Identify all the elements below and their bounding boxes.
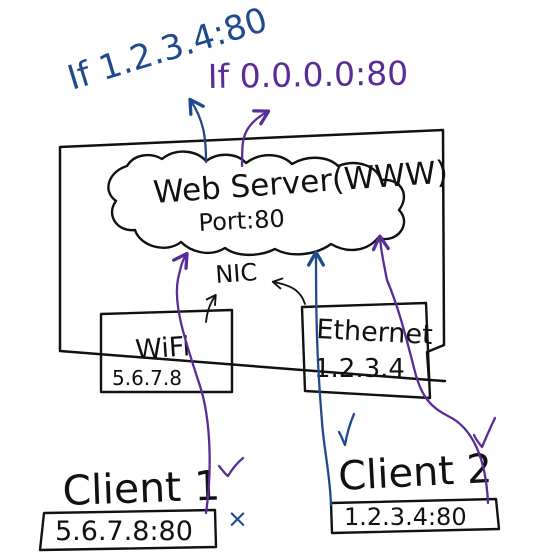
- client-1-address-box: [38, 508, 218, 552]
- client-2-address: 1.2.3.4:80: [344, 503, 467, 531]
- nic-wifi-arrow: [205, 294, 217, 323]
- listen-all-ip-label: If 0.0.0.0:80: [207, 54, 408, 96]
- wifi-interface-box: [99, 308, 234, 394]
- nic-ethernet-arrow: [271, 277, 306, 305]
- all-ip-arrow: [240, 109, 271, 168]
- ethernet-label: Ethernet: [316, 314, 434, 351]
- client-1-connection-path: [172, 251, 211, 515]
- client-2-ethernet-path: [306, 250, 333, 507]
- client-1-fail-mark: ×: [227, 504, 248, 533]
- client-1-check: [217, 456, 245, 478]
- client-1-address: 5.6.7.8:80: [55, 516, 193, 547]
- wifi-ip-label: 5.6.7.8: [112, 366, 182, 390]
- specific-ip-arrow: [188, 97, 208, 164]
- wifi-label: WiFi: [134, 331, 191, 366]
- client-2-label: Client 2: [337, 446, 493, 500]
- client-2-server-path: [371, 234, 490, 505]
- ethernet-ip-label: 1.2.3.4: [314, 354, 405, 384]
- ethernet-interface-box: [300, 301, 432, 400]
- port-label: Port:80: [198, 205, 286, 237]
- client-1-label: Client 1: [62, 462, 221, 515]
- web-server-cloud: [107, 150, 406, 257]
- nic-label: NIC: [214, 258, 258, 289]
- client-2-address-box: [329, 497, 501, 535]
- client-2-blue-check: [337, 412, 356, 447]
- web-server-label: Web Server(WWW): [152, 154, 449, 211]
- client-2-purple-check: [472, 416, 497, 449]
